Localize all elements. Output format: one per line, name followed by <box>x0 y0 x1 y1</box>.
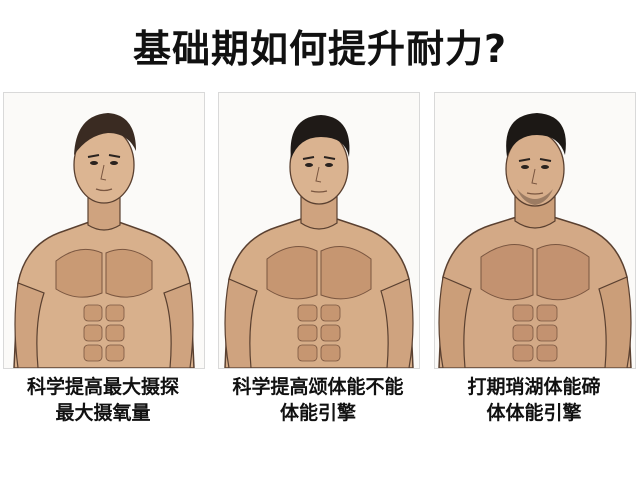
figure-panel-1 <box>3 92 205 369</box>
illustration-athlete-2 <box>219 93 419 368</box>
caption-panel-1-line-2: 最大摄氧量 <box>55 402 151 424</box>
caption-panel-3-line-2: 体体能引擎 <box>486 402 582 424</box>
caption-panel-1-line-1: 科学提高最大摄探 <box>26 376 179 398</box>
page-title: 基础期如何提升耐力? <box>132 27 508 71</box>
caption-panel-3-line-1: 打期琑湖体能碲 <box>467 376 601 398</box>
caption-panel-2-line-2: 体能引擎 <box>279 402 356 424</box>
caption-panel-3: 打期琑湖体能碲 体体能引擎 <box>429 374 639 426</box>
figure-panel-2 <box>218 92 420 369</box>
figure-panel-3 <box>434 92 636 369</box>
illustration-athlete-3 <box>435 93 635 368</box>
caption-panel-2-line-1: 科学提高颂体能不能 <box>232 376 404 398</box>
caption-panel-1: 科学提高最大摄探 最大摄氧量 <box>0 374 208 426</box>
illustration-athlete-1 <box>4 93 204 368</box>
caption-panel-2: 科学提高颂体能不能 体能引擎 <box>213 374 423 426</box>
